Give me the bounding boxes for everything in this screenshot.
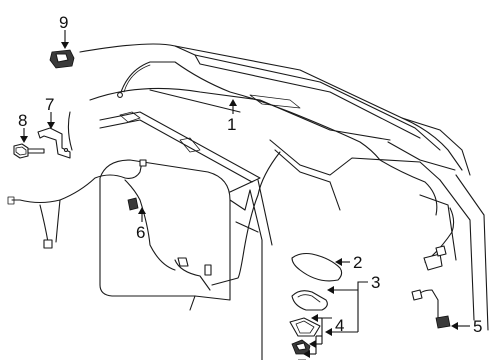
bolt-part-8 bbox=[13, 143, 45, 159]
callout-9: 9 bbox=[59, 13, 68, 32]
antenna-lead-part-5 bbox=[411, 289, 451, 329]
callout-1: 1 bbox=[227, 115, 236, 134]
antenna-cover-part-2 bbox=[291, 252, 343, 282]
vehicle-body-outline bbox=[67, 43, 489, 360]
rear-pillar-harness bbox=[423, 207, 455, 271]
leader-lines bbox=[20, 30, 470, 358]
callout-3: 3 bbox=[371, 273, 380, 292]
callout-7: 7 bbox=[45, 95, 54, 114]
callout-2: 2 bbox=[353, 253, 362, 272]
antenna-cable-part-1 bbox=[117, 61, 438, 286]
bracket-part-7 bbox=[37, 127, 71, 159]
callout-4: 4 bbox=[335, 316, 344, 335]
callout-8: 8 bbox=[18, 111, 27, 130]
callout-6: 6 bbox=[136, 223, 145, 242]
clip-part-9 bbox=[49, 49, 75, 69]
antenna-base-part-3 bbox=[289, 290, 328, 337]
window-harness-part-6 bbox=[7, 159, 212, 291]
callout-labels: 9 7 8 1 6 2 3 4 5 bbox=[18, 13, 482, 336]
callout-5: 5 bbox=[473, 317, 482, 336]
antenna-mount-part-4 bbox=[291, 339, 311, 360]
